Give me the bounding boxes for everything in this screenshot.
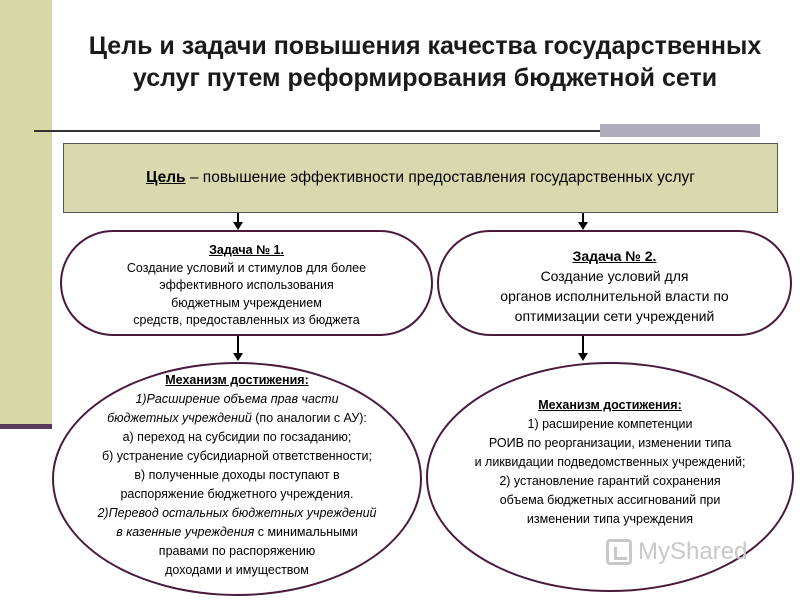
task-2-line: органов исполнительной власти по	[500, 288, 729, 304]
task-2-line: Создание условий для	[540, 268, 689, 284]
mechanism-2-line: и ликвидации подведомственных учреждений…	[474, 455, 746, 469]
task-1-header: Задача № 1.	[209, 243, 284, 257]
task-1-line: эффективного использования	[159, 278, 334, 292]
mechanism-1-line: в казенные учреждения с минимальными	[116, 525, 358, 539]
task-2-header: Задача № 2.	[572, 248, 657, 264]
decorative-sidebar	[0, 0, 52, 424]
mechanism-2-line: 2) установление гарантий сохранения	[499, 474, 721, 488]
mechanism-2-line: РОИВ по реорганизации, изменении типа	[488, 436, 732, 450]
goal-box: Цель – повышение эффективности предостав…	[63, 143, 778, 213]
mechanism-1-line: распоряжение бюджетного учреждения.	[120, 487, 354, 501]
sidebar-divider	[0, 424, 52, 429]
mechanism-1-ellipse: Механизм достижения: 1)Расширение объема…	[52, 362, 422, 596]
mechanism-1-line: доходами и имуществом	[165, 563, 309, 577]
task-2-line: оптимизации сети учреждений	[514, 308, 715, 324]
presentation-icon	[606, 539, 632, 565]
task-1-line: Создание условий и стимулов для более	[126, 260, 367, 275]
watermark: MyShared	[606, 538, 747, 566]
title-line-1: Цель и задачи повышения качества государ…	[88, 32, 762, 60]
task-2-box: Задача № 2. Создание условий для органов…	[437, 230, 792, 336]
title-line-2: услуг путем реформирования бюджетной сет…	[132, 64, 718, 92]
watermark-text: MyShared	[638, 538, 748, 565]
mechanism-1-line: 1)Расширение объема прав части	[135, 392, 339, 406]
mechanism-1-header: Механизм достижения:	[165, 373, 309, 387]
goal-label: Цель	[146, 169, 186, 186]
mechanism-1-line: правами по распоряжению	[158, 544, 316, 558]
task-1-line: средств, предоставленных из бюджета	[133, 313, 360, 327]
title-accent-bar	[600, 124, 760, 137]
mechanism-1-line: 2)Перевод остальных бюджетных учреждений	[97, 506, 377, 520]
task-1-box: Задача № 1. Создание условий и стимулов …	[60, 230, 433, 336]
task-1-line: бюджетным учреждением	[171, 295, 322, 310]
goal-text: – повышение эффективности предоставления…	[185, 169, 695, 186]
slide-title: Цель и задачи повышения качества государ…	[60, 30, 790, 94]
mechanism-2-line: объема бюджетных ассигнований при	[499, 493, 721, 507]
mechanism-2-line: 1) расширение компетенции	[527, 417, 693, 431]
title-underline	[34, 130, 760, 132]
mechanism-2-ellipse: Механизм достижения: 1) расширение компе…	[426, 362, 794, 592]
mechanism-1-line: б) устранение субсидиарной ответственнос…	[102, 449, 372, 463]
mechanism-1-line: в) полученные доходы поступают в	[134, 468, 340, 482]
mechanism-2-header: Механизм достижения:	[538, 398, 682, 412]
mechanism-2-line: изменении типа учреждения	[526, 512, 694, 526]
mechanism-1-line: а) переход на субсидии по госзаданию;	[122, 430, 352, 444]
mechanism-1-line: бюджетных учреждений (по аналогии с АУ):	[107, 411, 367, 425]
